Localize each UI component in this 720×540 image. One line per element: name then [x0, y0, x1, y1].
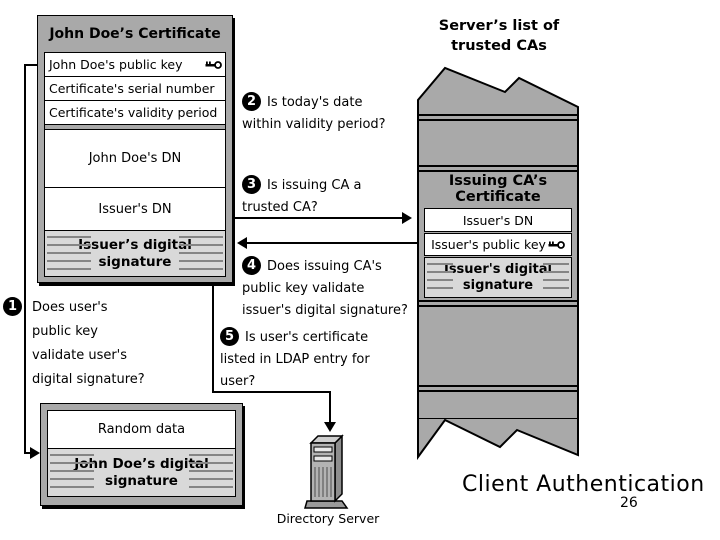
issuing-ca-signature-label: Issuer's digital signature [443, 261, 552, 293]
step-3-question: Is issuing CA a trusted CA? [242, 178, 362, 215]
arrow-to-issuing-ca [402, 212, 412, 224]
pubkey-connector-top [24, 64, 38, 66]
serial-number-row: Certificate's serial number [45, 77, 225, 101]
step-1-question: Does user's public key validate user's d… [32, 300, 145, 387]
query-ca-line [234, 217, 404, 219]
key-icon [548, 240, 565, 249]
step-4-badge: 4 [242, 256, 261, 275]
signed-random-data-box: Random data John Doe’s digital signature [40, 403, 243, 506]
issuing-ca-public-key-label: Issuer's public key [431, 237, 546, 252]
ldap-connector-horizontal [212, 391, 331, 393]
user-signature-label: John Doe’s digital signature [74, 455, 209, 489]
issuing-ca-issuer-dn-label: Issuer's DN [462, 212, 534, 228]
signed-random-data-inner: Random data John Doe’s digital signature [47, 410, 236, 497]
arrow-to-directory-server [324, 422, 336, 432]
step-2-question: Is today's date within validity period? [242, 95, 386, 132]
trusted-ca-list-title: Server’s list of trusted CAs [438, 18, 560, 54]
validity-period-label: Certificate's validity period [49, 105, 218, 120]
issuing-ca-signature-band: Issuer's digital signature [424, 257, 572, 298]
step-5-badge: 5 [220, 327, 239, 346]
list-divider [417, 165, 579, 172]
step-3-badge: 3 [242, 175, 261, 194]
pubkey-connector-vertical [24, 64, 26, 454]
step-1-badge: 1 [3, 297, 22, 316]
pubkey-connector-bottom [24, 452, 32, 454]
slide-title: Client Authentication [462, 472, 705, 497]
step-5-question: Is user's certificate listed in LDAP ent… [220, 330, 370, 389]
user-public-key-row: John Doe's public key [45, 53, 225, 77]
serial-number-label: Certificate's serial number [49, 81, 215, 96]
ca-key-return-line [246, 242, 418, 244]
random-data-row: Random data [48, 411, 235, 449]
issuing-ca-public-key-row: Issuer's public key [424, 233, 572, 256]
step-2-badge: 2 [242, 92, 261, 111]
torn-paper-bottom [417, 418, 579, 461]
user-public-key-label: John Doe's public key [49, 57, 183, 72]
key-icon [205, 61, 222, 69]
issuer-dn-label: Issuer's DN [98, 201, 172, 217]
torn-paper-top [417, 66, 579, 117]
directory-server-label: Directory Server [276, 511, 380, 526]
directory-server-icon [304, 434, 349, 509]
list-divider [417, 300, 579, 307]
issuing-ca-issuer-dn-row: Issuer's DN [424, 208, 572, 232]
issuer-dn-row: Issuer's DN [45, 188, 225, 231]
issuing-ca-certificate-title: Issuing CA’s Certificate [448, 173, 548, 205]
user-certificate-title: John Doe’s Certificate [49, 26, 221, 42]
list-divider [417, 385, 579, 392]
user-signature-band: John Doe’s digital signature [48, 449, 235, 496]
list-divider [417, 114, 579, 121]
arrow-into-signature-box [30, 447, 40, 459]
user-certificate-fields: John Doe's public key Certificate's seri… [44, 52, 226, 277]
validity-period-row: Certificate's validity period [45, 101, 225, 125]
subject-dn-label: John Doe's DN [88, 151, 182, 166]
issuer-signature-band: Issuer’s digital signature [45, 231, 225, 276]
subject-dn-row: John Doe's DN [45, 130, 225, 188]
page-number: 26 [620, 495, 638, 511]
step-4-question: Does issuing CA's public key validate is… [242, 259, 408, 318]
user-certificate-box: John Doe’s Certificate John Doe's public… [37, 15, 233, 283]
row-divider [45, 125, 225, 130]
arrow-from-issuing-ca [237, 237, 247, 249]
random-data-label: Random data [97, 422, 186, 437]
ldap-connector-drop [329, 391, 331, 424]
issuer-signature-label: Issuer’s digital signature [78, 236, 192, 270]
ldap-connector-vertical [212, 286, 214, 393]
